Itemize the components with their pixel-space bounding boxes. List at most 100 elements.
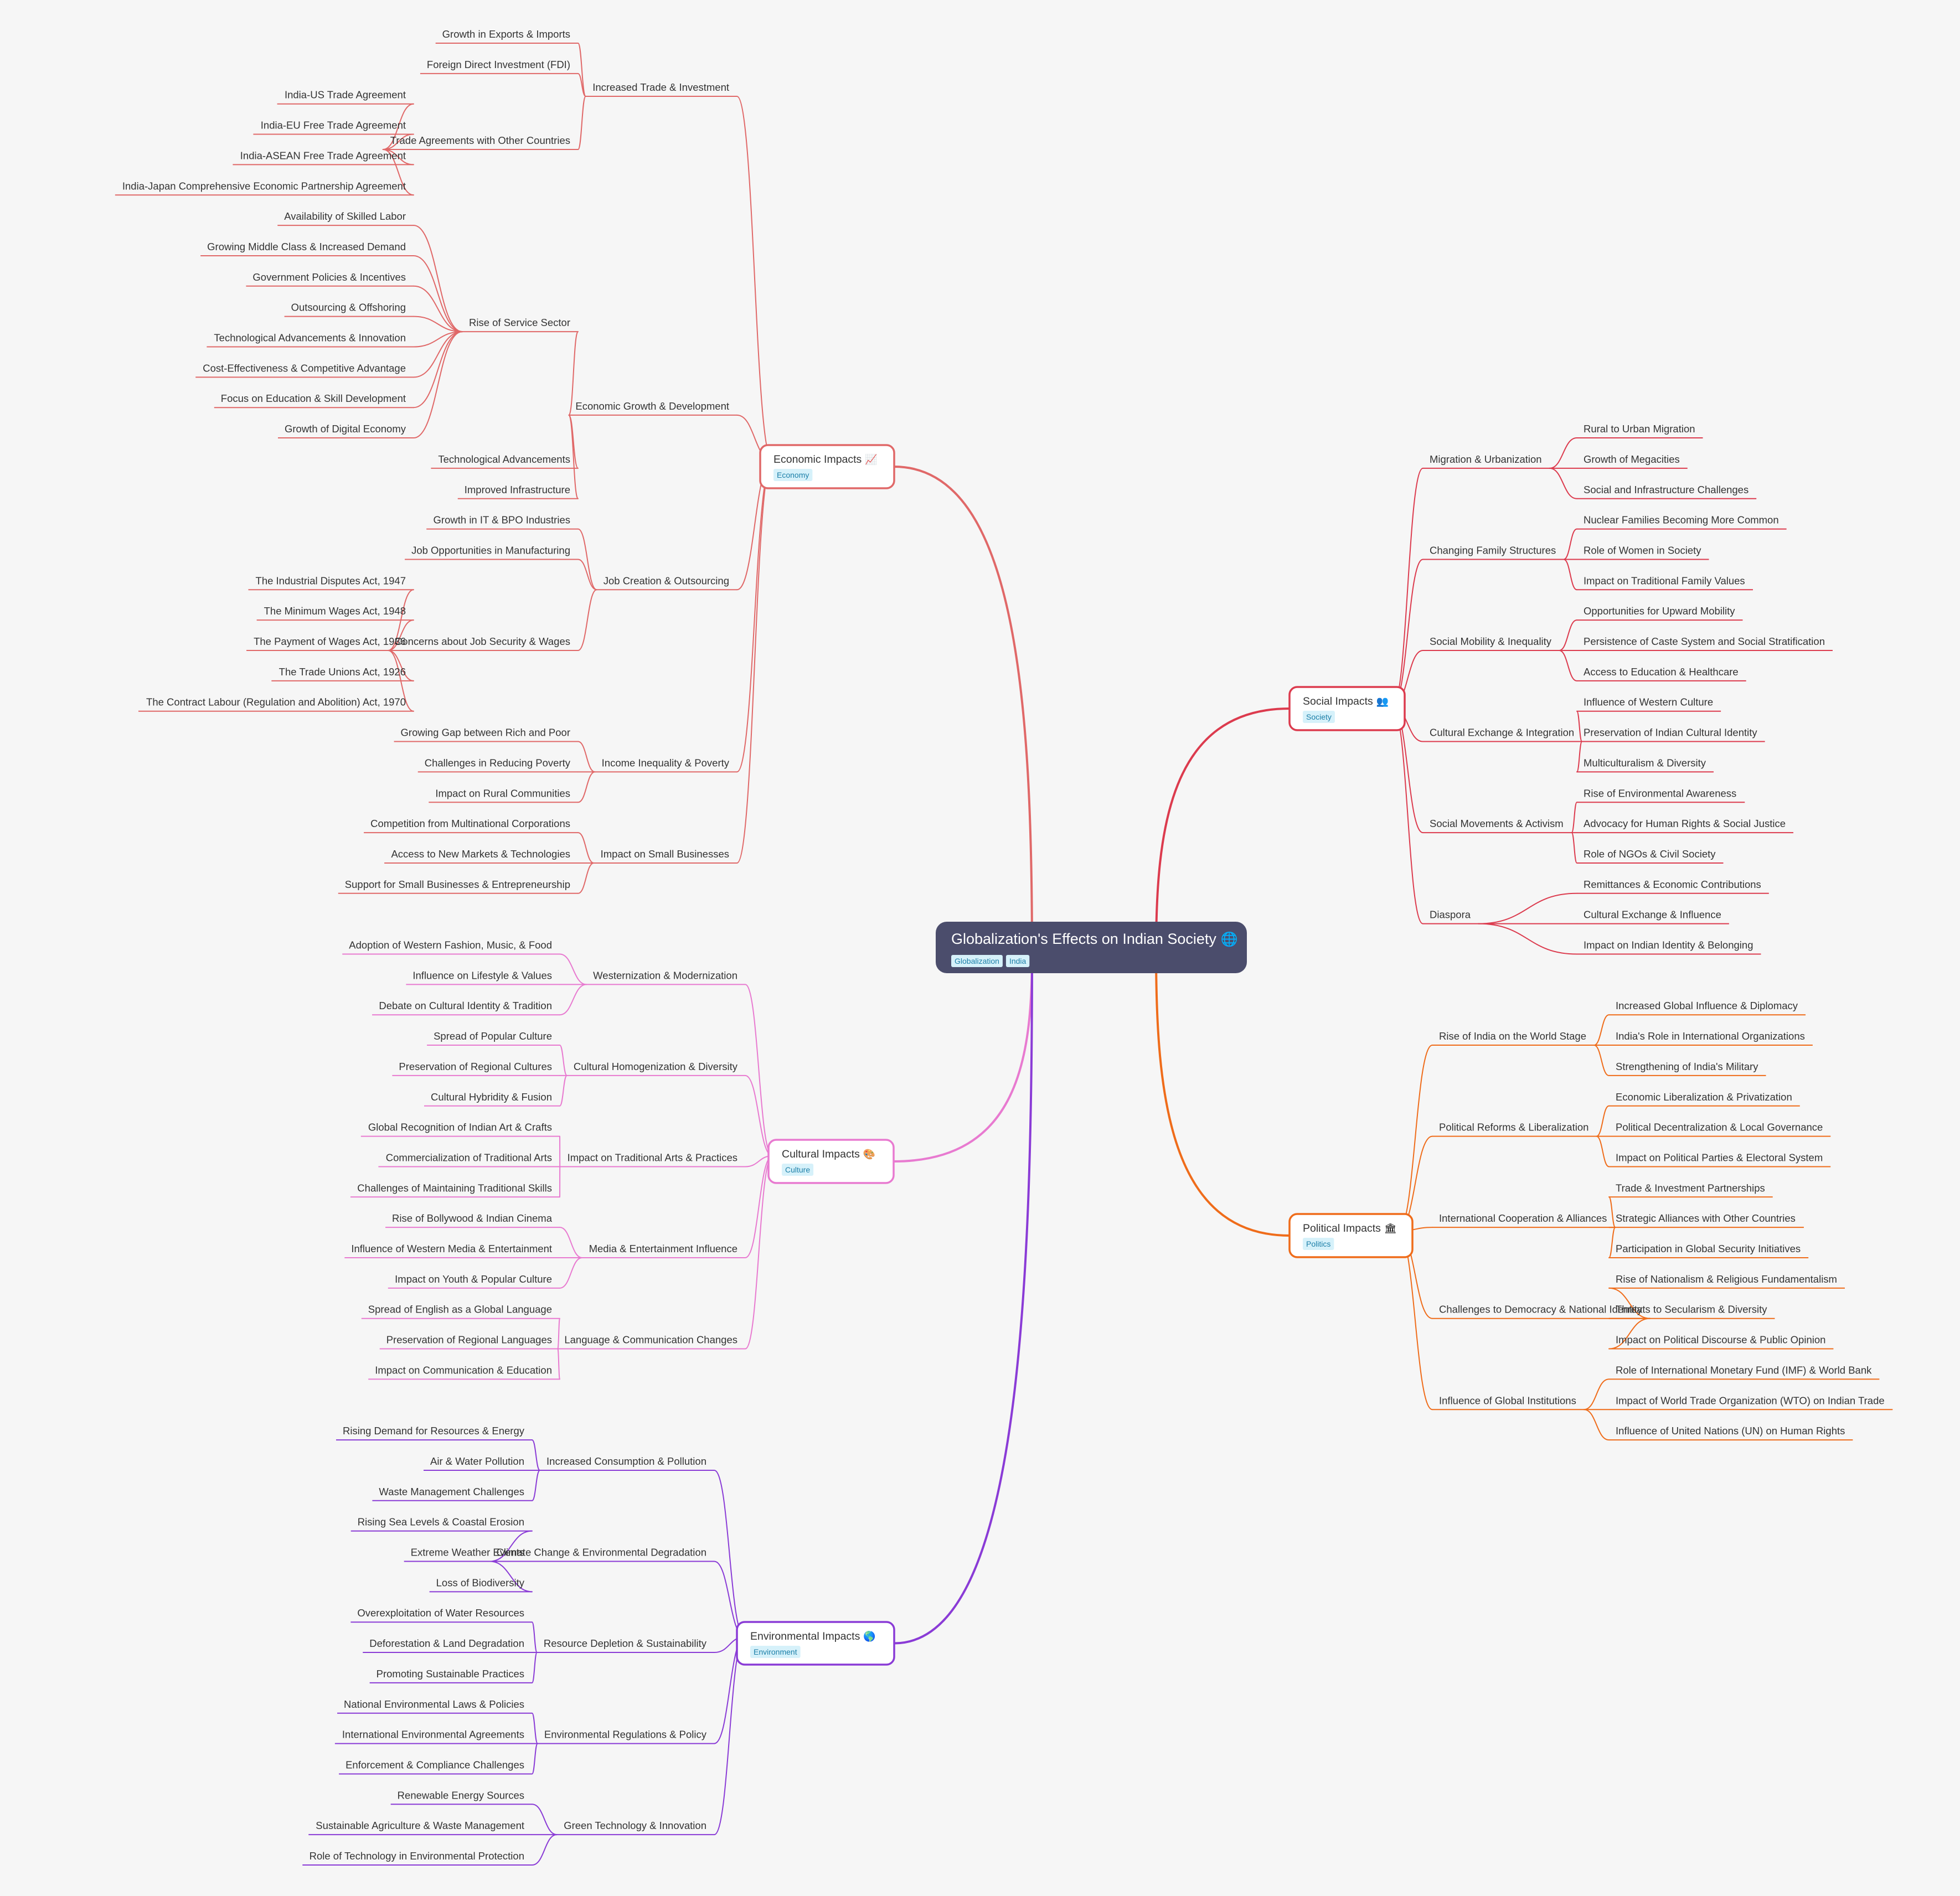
leaf-adoption-of-western-fashion-music-food[interactable]: Adoption of Western Fashion, Music, & Fo… <box>342 939 560 955</box>
leaf-rising-demand-for-resources-energy[interactable]: Rising Demand for Resources & Energy <box>336 1425 532 1441</box>
leaf-impact-on-indian-identity-belonging[interactable]: Impact on Indian Identity & Belonging <box>1577 939 1761 955</box>
leaf-india-s-role-in-international-organizations[interactable]: India's Role in International Organizati… <box>1609 1030 1813 1046</box>
topic-media-entertainment-influence[interactable]: Media & Entertainment Influence <box>582 1243 745 1258</box>
branch-node-environmental[interactable]: Environmental Impacts🌎Environment <box>736 1621 895 1666</box>
leaf-role-of-women-in-society[interactable]: Role of Women in Society <box>1577 544 1709 560</box>
topic-impact-on-traditional-arts-practices[interactable]: Impact on Traditional Arts & Practices <box>560 1151 745 1167</box>
leaf-technological-advancements[interactable]: Technological Advancements <box>431 453 578 469</box>
leaf-rise-of-nationalism-religious-fundamentalism[interactable]: Rise of Nationalism & Religious Fundamen… <box>1609 1273 1845 1289</box>
topic-social-movements-activism[interactable]: Social Movements & Activism <box>1423 818 1572 834</box>
topic-cultural-homogenization-diversity[interactable]: Cultural Homogenization & Diversity <box>566 1061 745 1076</box>
leaf-impact-on-traditional-family-values[interactable]: Impact on Traditional Family Values <box>1577 575 1753 591</box>
topic-impact-on-small-businesses[interactable]: Impact on Small Businesses <box>594 848 737 864</box>
leaf-role-of-international-monetary-fund-imf-world-bank[interactable]: Role of International Monetary Fund (IMF… <box>1609 1364 1880 1380</box>
leaf-advocacy-for-human-rights-social-justice[interactable]: Advocacy for Human Rights & Social Justi… <box>1577 818 1794 834</box>
leaf-enforcement-compliance-challenges[interactable]: Enforcement & Compliance Challenges <box>339 1759 532 1775</box>
topic-migration-urbanization[interactable]: Migration & Urbanization <box>1423 453 1550 469</box>
branch-node-economic[interactable]: Economic Impacts📈Economy <box>759 444 895 489</box>
leaf-social-and-infrastructure-challenges[interactable]: Social and Infrastructure Challenges <box>1577 484 1757 499</box>
leaf-nuclear-families-becoming-more-common[interactable]: Nuclear Families Becoming More Common <box>1577 514 1787 530</box>
leaf-growth-in-it-bpo-industries[interactable]: Growth in IT & BPO Industries <box>426 514 578 530</box>
leaf-role-of-ngos-civil-society[interactable]: Role of NGOs & Civil Society <box>1577 848 1724 864</box>
leaf-growth-of-digital-economy[interactable]: Growth of Digital Economy <box>277 423 414 439</box>
leaf-impact-on-youth-popular-culture[interactable]: Impact on Youth & Popular Culture <box>388 1273 560 1289</box>
subtopic-concerns-about-job-security-wages[interactable]: Concerns about Job Security & Wages <box>388 636 578 651</box>
topic-language-communication-changes[interactable]: Language & Communication Changes <box>558 1334 745 1350</box>
topic-rise-of-india-on-the-world-stage[interactable]: Rise of India on the World Stage <box>1432 1030 1595 1046</box>
leaf-foreign-direct-investment-fdi[interactable]: Foreign Direct Investment (FDI) <box>420 59 578 74</box>
leaf-india-eu-free-trade-agreement[interactable]: India-EU Free Trade Agreement <box>253 120 414 135</box>
topic-influence-of-global-institutions[interactable]: Influence of Global Institutions <box>1432 1394 1584 1411</box>
branch-node-political[interactable]: Political Impacts🏛Politics <box>1288 1213 1414 1258</box>
leaf-air-water-pollution[interactable]: Air & Water Pollution <box>424 1455 532 1471</box>
leaf-influence-of-western-culture[interactable]: Influence of Western Culture <box>1577 696 1721 712</box>
leaf-the-contract-labour-regulation-and-abolition-act-1970[interactable]: The Contract Labour (Regulation and Abol… <box>138 696 414 712</box>
leaf-growing-gap-between-rich-and-poor[interactable]: Growing Gap between Rich and Poor <box>394 727 578 742</box>
leaf-india-asean-free-trade-agreement[interactable]: India-ASEAN Free Trade Agreement <box>233 149 414 166</box>
leaf-influence-of-united-nations-un-on-human-rights[interactable]: Influence of United Nations (UN) on Huma… <box>1609 1425 1853 1441</box>
leaf-preservation-of-indian-cultural-identity[interactable]: Preservation of Indian Cultural Identity <box>1577 727 1765 742</box>
leaf-renewable-energy-sources[interactable]: Renewable Energy Sources <box>390 1789 532 1805</box>
leaf-political-decentralization-local-governance[interactable]: Political Decentralization & Local Gover… <box>1609 1122 1831 1137</box>
leaf-challenges-of-maintaining-traditional-skills[interactable]: Challenges of Maintaining Traditional Sk… <box>350 1182 560 1198</box>
leaf-overexploitation-of-water-resources[interactable]: Overexploitation of Water Resources <box>350 1607 532 1623</box>
topic-international-cooperation-alliances[interactable]: International Cooperation & Alliances <box>1432 1212 1616 1228</box>
leaf-trade-investment-partnerships[interactable]: Trade & Investment Partnerships <box>1609 1182 1773 1198</box>
leaf-access-to-education-healthcare[interactable]: Access to Education & Healthcare <box>1577 666 1746 681</box>
leaf-outsourcing-offshoring[interactable]: Outsourcing & Offshoring <box>284 302 414 317</box>
topic-increased-consumption-pollution[interactable]: Increased Consumption & Pollution <box>540 1455 714 1471</box>
leaf-role-of-technology-in-environmental-protection[interactable]: Role of Technology in Environmental Prot… <box>302 1850 532 1866</box>
leaf-rising-sea-levels-coastal-erosion[interactable]: Rising Sea Levels & Coastal Erosion <box>350 1516 532 1532</box>
leaf-economic-liberalization-privatization[interactable]: Economic Liberalization & Privatization <box>1609 1091 1800 1107</box>
topic-environmental-regulations-policy[interactable]: Environmental Regulations & Policy <box>537 1729 714 1744</box>
leaf-the-trade-unions-act-1926[interactable]: The Trade Unions Act, 1926 <box>271 666 414 681</box>
leaf-sustainable-agriculture-waste-management[interactable]: Sustainable Agriculture & Waste Manageme… <box>308 1820 532 1836</box>
topic-job-creation-outsourcing[interactable]: Job Creation & Outsourcing <box>596 575 737 591</box>
leaf-impact-of-world-trade-organization-wto-on-indian-trade[interactable]: Impact of World Trade Organization (WTO)… <box>1609 1394 1893 1411</box>
leaf-india-us-trade-agreement[interactable]: India-US Trade Agreement <box>277 89 414 105</box>
leaf-waste-management-challenges[interactable]: Waste Management Challenges <box>372 1486 532 1501</box>
topic-changing-family-structures[interactable]: Changing Family Structures <box>1423 544 1564 560</box>
topic-income-inequality-poverty[interactable]: Income Inequality & Poverty <box>595 757 737 773</box>
topic-westernization-modernization[interactable]: Westernization & Modernization <box>586 969 745 985</box>
leaf-cultural-exchange-influence[interactable]: Cultural Exchange & Influence <box>1577 909 1729 924</box>
leaf-job-opportunities-in-manufacturing[interactable]: Job Opportunities in Manufacturing <box>405 544 578 560</box>
leaf-participation-in-global-security-initiatives[interactable]: Participation in Global Security Initiat… <box>1609 1243 1809 1258</box>
leaf-global-recognition-of-indian-art-crafts[interactable]: Global Recognition of Indian Art & Craft… <box>360 1122 560 1137</box>
leaf-challenges-in-reducing-poverty[interactable]: Challenges in Reducing Poverty <box>417 757 578 773</box>
leaf-threats-to-secularism-diversity[interactable]: Threats to Secularism & Diversity <box>1609 1304 1775 1319</box>
leaf-impact-on-communication-education[interactable]: Impact on Communication & Education <box>368 1364 560 1380</box>
leaf-improved-infrastructure[interactable]: Improved Infrastructure <box>457 484 578 499</box>
leaf-impact-on-rural-communities[interactable]: Impact on Rural Communities <box>429 787 578 803</box>
branch-node-social[interactable]: Social Impacts👥Society <box>1288 686 1406 731</box>
leaf-rural-to-urban-migration[interactable]: Rural to Urban Migration <box>1577 423 1703 439</box>
leaf-technological-advancements-innovation[interactable]: Technological Advancements & Innovation <box>207 332 414 348</box>
leaf-extreme-weather-events[interactable]: Extreme Weather Events <box>404 1547 532 1562</box>
leaf-national-environmental-laws-policies[interactable]: National Environmental Laws & Policies <box>337 1698 532 1714</box>
leaf-the-payment-of-wages-act-1936[interactable]: The Payment of Wages Act, 1936 <box>246 636 414 651</box>
leaf-impact-on-political-parties-electoral-system[interactable]: Impact on Political Parties & Electoral … <box>1609 1151 1831 1167</box>
subtopic-trade-agreements-with-other-countries[interactable]: Trade Agreements with Other Countries <box>383 135 578 150</box>
leaf-spread-of-english-as-a-global-language[interactable]: Spread of English as a Global Language <box>361 1304 560 1319</box>
topic-political-reforms-liberalization[interactable]: Political Reforms & Liberalization <box>1432 1122 1597 1137</box>
branch-node-cultural[interactable]: Cultural Impacts🎨Culture <box>767 1139 895 1184</box>
leaf-competition-from-multinational-corporations[interactable]: Competition from Multinational Corporati… <box>364 818 578 834</box>
leaf-availability-of-skilled-labor[interactable]: Availability of Skilled Labor <box>277 210 414 226</box>
leaf-international-environmental-agreements[interactable]: International Environmental Agreements <box>334 1729 532 1744</box>
leaf-impact-on-political-discourse-public-opinion[interactable]: Impact on Political Discourse & Public O… <box>1609 1334 1834 1350</box>
topic-increased-trade-investment[interactable]: Increased Trade & Investment <box>585 81 737 97</box>
central-node[interactable]: Globalization's Effects on Indian Societ… <box>936 922 1247 973</box>
leaf-access-to-new-markets-technologies[interactable]: Access to New Markets & Technologies <box>384 848 578 864</box>
leaf-loss-of-biodiversity[interactable]: Loss of Biodiversity <box>429 1577 532 1593</box>
leaf-growth-in-exports-imports[interactable]: Growth in Exports & Imports <box>435 28 578 44</box>
topic-resource-depletion-sustainability[interactable]: Resource Depletion & Sustainability <box>537 1637 714 1654</box>
leaf-commercialization-of-traditional-arts[interactable]: Commercialization of Traditional Arts <box>378 1151 560 1167</box>
leaf-persistence-of-caste-system-and-social-stratification[interactable]: Persistence of Caste System and Social S… <box>1577 636 1833 651</box>
topic-cultural-exchange-integration[interactable]: Cultural Exchange & Integration <box>1423 727 1582 742</box>
subtopic-rise-of-service-sector[interactable]: Rise of Service Sector <box>462 317 578 333</box>
topic-social-mobility-inequality[interactable]: Social Mobility & Inequality <box>1423 636 1560 651</box>
leaf-government-policies-incentives[interactable]: Government Policies & Incentives <box>246 271 414 287</box>
leaf-rise-of-environmental-awareness[interactable]: Rise of Environmental Awareness <box>1577 787 1745 803</box>
leaf-multiculturalism-diversity[interactable]: Multiculturalism & Diversity <box>1577 757 1714 773</box>
leaf-strengthening-of-india-s-military[interactable]: Strengthening of India's Military <box>1609 1061 1766 1076</box>
